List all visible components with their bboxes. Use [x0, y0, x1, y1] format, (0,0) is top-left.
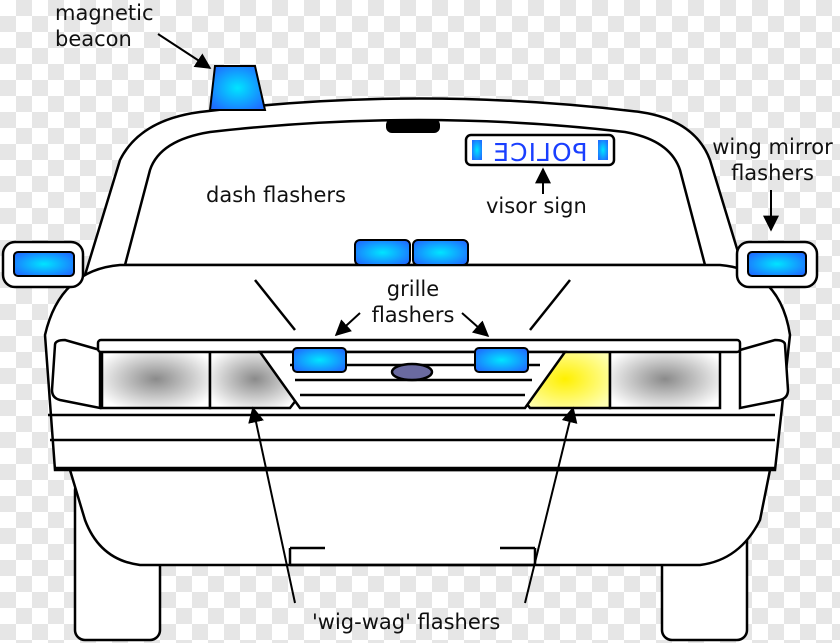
lower-body [68, 468, 772, 567]
hood-crease-right [529, 279, 571, 331]
label-magnetic-beacon: magnetic beacon [55, 0, 154, 52]
label-wing-mirror-line1: wing mirror [712, 135, 833, 159]
arrow-wigwag-left [248, 406, 296, 604]
label-magnetic-beacon-line2: beacon [55, 27, 132, 51]
arrow-grille-right [461, 312, 490, 338]
arrow-beacon [157, 33, 212, 69]
arrow-grille-left [334, 312, 361, 337]
grille-flasher-right [474, 347, 529, 373]
grille-top-bar [96, 338, 742, 354]
label-wing-mirror-line2: flashers [731, 161, 814, 185]
grille-badge [390, 362, 434, 382]
right-headlight-housing [738, 338, 790, 410]
dash-flasher-left [354, 239, 411, 266]
grille-flasher-left [292, 347, 347, 373]
right-outer-lamp [608, 348, 722, 410]
label-wig-wag-flashers: 'wig-wag' flashers [312, 610, 501, 634]
dash-flasher-right [412, 239, 469, 266]
magnetic-beacon [208, 65, 267, 111]
label-grille-line1: grille [386, 277, 440, 301]
license-recess [288, 546, 537, 567]
label-visor-sign: visor sign [486, 194, 587, 218]
label-magnetic-beacon-line1: magnetic [55, 1, 154, 25]
label-wing-mirror-flashers: wing mirror flashers [705, 134, 840, 186]
label-grille-flashers: grille flashers [358, 276, 468, 328]
left-outer-lamp [100, 348, 212, 410]
arrow-wigwag-right [524, 406, 578, 604]
left-headlight-housing [50, 338, 102, 410]
wing-mirror-flasher-right [747, 251, 807, 277]
visor-sign-text: POLICE [492, 138, 587, 167]
label-dash-flashers: dash flashers [206, 183, 346, 207]
bumper [48, 413, 775, 470]
wing-mirror-flasher-left [13, 251, 75, 277]
hood-crease-left [254, 279, 296, 331]
rear-view-mirror [386, 119, 440, 133]
label-grille-line2: flashers [371, 303, 455, 327]
visor-sign: POLICE [464, 133, 616, 167]
